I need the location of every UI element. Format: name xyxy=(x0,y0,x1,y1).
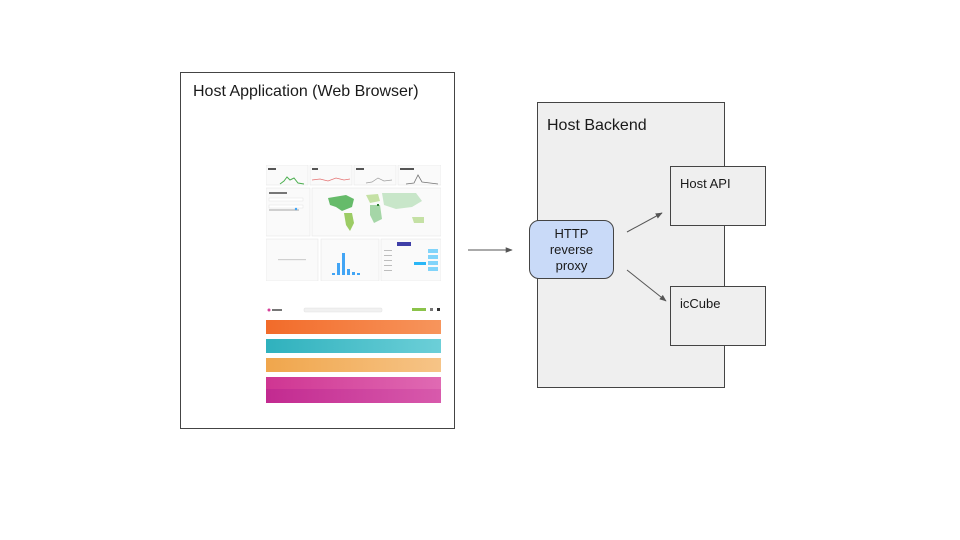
proxy-label-line-2: reverse xyxy=(549,241,594,257)
host-application-title: Host Application (Web Browser) xyxy=(193,83,419,100)
host-api-title: Host API xyxy=(680,176,731,191)
app-list-screenshot-thumbnail xyxy=(266,305,441,403)
world-map xyxy=(328,193,424,231)
iccube-title: icCube xyxy=(680,296,721,311)
proxy-label-line-3: proxy xyxy=(555,257,588,273)
arrow-proxy-to-iccube xyxy=(626,269,667,302)
iccube-box: icCube xyxy=(670,286,766,346)
pink-banner xyxy=(266,377,441,391)
dashboard-screenshot-thumbnail xyxy=(266,165,441,281)
teal-banner xyxy=(266,339,441,353)
orange-banner xyxy=(266,320,441,334)
http-reverse-proxy-node: HTTP reverse proxy xyxy=(529,220,614,279)
app-header-bar xyxy=(267,307,440,313)
arrow-proxy-to-host-api xyxy=(626,212,663,233)
proxy-label-line-1: HTTP xyxy=(554,225,589,241)
magenta-banner xyxy=(266,389,441,403)
host-backend-title: Host Backend xyxy=(547,117,647,134)
mini-bar-chart xyxy=(332,253,360,275)
gold-banner xyxy=(266,358,441,372)
host-api-box: Host API xyxy=(670,166,766,226)
kpi-cards xyxy=(266,165,441,186)
